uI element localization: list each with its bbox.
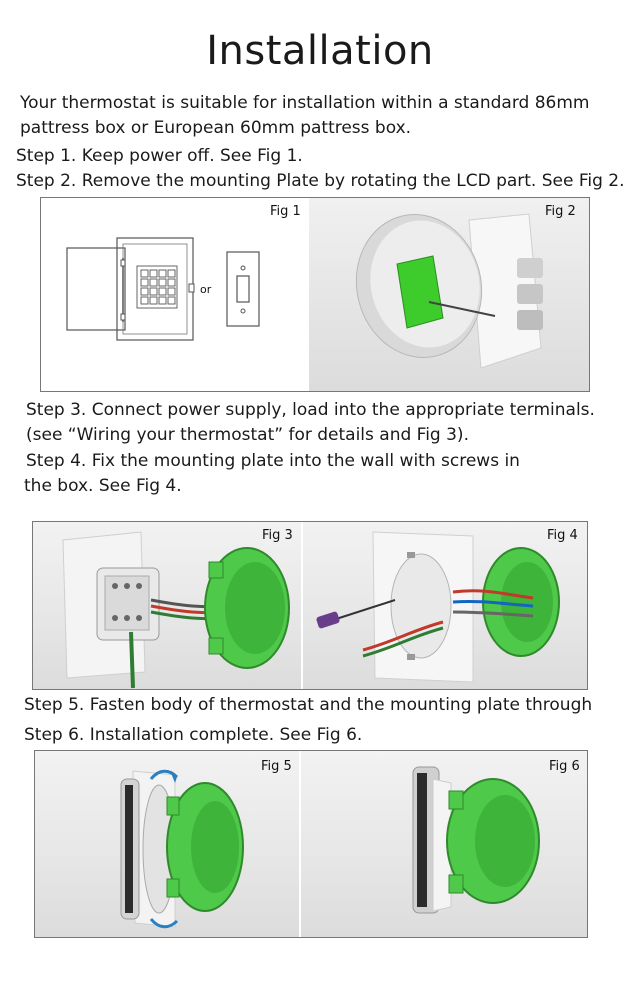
fig2-photo: Fig 2 (309, 198, 589, 391)
figure-row-3: Fig 5 Fig 6 (34, 750, 588, 938)
fig1-label: Fig 1 (270, 204, 301, 219)
fig3-label: Fig 3 (262, 528, 293, 543)
step-4-text: Step 4. Fix the mounting plate into the … (26, 451, 520, 471)
fig6-label: Fig 6 (549, 759, 580, 774)
page-title: Installation (206, 28, 434, 74)
figure-row-2: Fig 3 Fig 4 (32, 521, 588, 690)
step-3-text: Step 3. Connect power supply, load into … (26, 400, 595, 420)
fig5-label: Fig 5 (261, 759, 292, 774)
fig2-label: Fig 2 (545, 204, 576, 219)
figure-row-1: or Fig 1 Fig 2 (40, 197, 590, 392)
step-3-note: (see “Wiring your thermostat” for detail… (26, 425, 469, 445)
fig4-photo: Fig 4 (303, 522, 587, 689)
fig1-illustration (66, 237, 260, 341)
fig3-illustration (62, 531, 290, 689)
intro-line-2: pattress box or European 60mm pattress b… (20, 118, 412, 138)
fig1-or-label: or (200, 283, 212, 296)
step-4-text-cont: the box. See Fig 4. (24, 476, 182, 496)
step-6-text: Step 6. Installation complete. See Fig 6… (24, 725, 363, 745)
step-2-text: Step 2. Remove the mounting Plate by rot… (16, 171, 625, 191)
fig4-illustration (316, 531, 560, 683)
intro-line-1: Your thermostat is suitable for installa… (20, 93, 590, 113)
fig6-illustration (412, 766, 540, 914)
fig6-photo: Fig 6 (301, 751, 587, 937)
step-5-text: Step 5. Fasten body of thermostat and th… (24, 695, 593, 715)
step-1-text: Step 1. Keep power off. See Fig 1. (16, 146, 303, 166)
fig4-label: Fig 4 (547, 528, 578, 543)
fig2-illustration (355, 213, 543, 369)
fig5-illustration (120, 769, 244, 929)
